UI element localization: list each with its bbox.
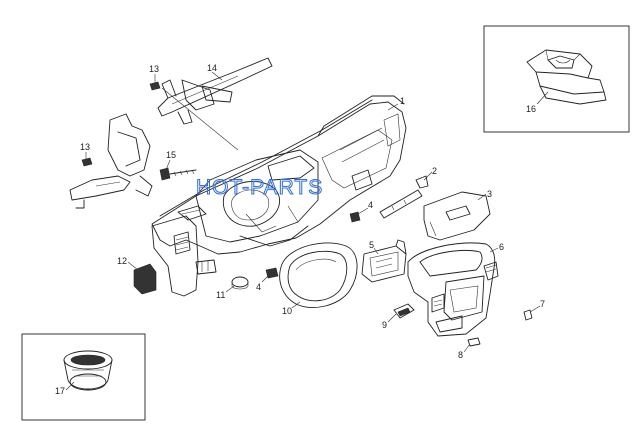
callout-11: 11	[216, 290, 225, 300]
callout-10: 10	[282, 306, 292, 316]
cover-12	[133, 263, 157, 295]
inset-frame-bottom-left	[21, 333, 146, 421]
dashboard-main-1	[151, 95, 407, 255]
callout-13-top: 13	[149, 64, 159, 74]
callout-17: 17	[55, 386, 65, 396]
vent-part-17	[63, 350, 113, 391]
left-bracket	[69, 113, 153, 209]
inset-vent-17	[21, 333, 146, 421]
center-console-6	[407, 242, 499, 337]
leader-lines	[85, 71, 541, 353]
callout-9: 9	[382, 320, 387, 330]
screw-15	[159, 167, 197, 181]
callout-1: 1	[400, 96, 405, 106]
left-end-panel	[151, 215, 217, 297]
inset-clip-16	[483, 25, 630, 133]
bracket-2	[379, 175, 429, 219]
bolt-13-left	[81, 157, 93, 167]
callout-4-upper: 4	[368, 200, 373, 210]
module-5	[361, 239, 407, 283]
callout-8: 8	[458, 350, 463, 360]
callout-15: 15	[166, 150, 176, 160]
bolt-13-top	[149, 81, 161, 91]
callout-16: 16	[526, 104, 536, 114]
callout-5: 5	[369, 240, 374, 250]
watermark-text: HOT-PARTS	[196, 176, 323, 199]
callout-3: 3	[487, 189, 492, 199]
switch-7	[523, 309, 533, 321]
callout-13-left: 13	[80, 142, 90, 152]
instrument-bezel-10	[279, 242, 358, 308]
callout-labels: 1 2 3 4 4 5 6 7 8 9 10 11 12 13 13 14 15…	[55, 63, 545, 396]
callout-4-lower: 4	[256, 282, 261, 292]
callout-14: 14	[207, 63, 217, 73]
cap-11	[231, 276, 249, 290]
part-9	[393, 303, 415, 319]
callout-7: 7	[540, 299, 545, 309]
callout-6: 6	[499, 242, 504, 252]
callout-12: 12	[117, 256, 127, 266]
steering-support-14	[157, 57, 273, 125]
glovebox-3	[423, 191, 491, 241]
clip-part-16	[526, 49, 607, 105]
bolt-4-upper	[349, 211, 361, 223]
callout-2: 2	[432, 166, 437, 176]
bolt-4-lower	[265, 267, 279, 279]
switch-8	[467, 337, 481, 347]
inset-frame-top-right	[483, 25, 630, 133]
